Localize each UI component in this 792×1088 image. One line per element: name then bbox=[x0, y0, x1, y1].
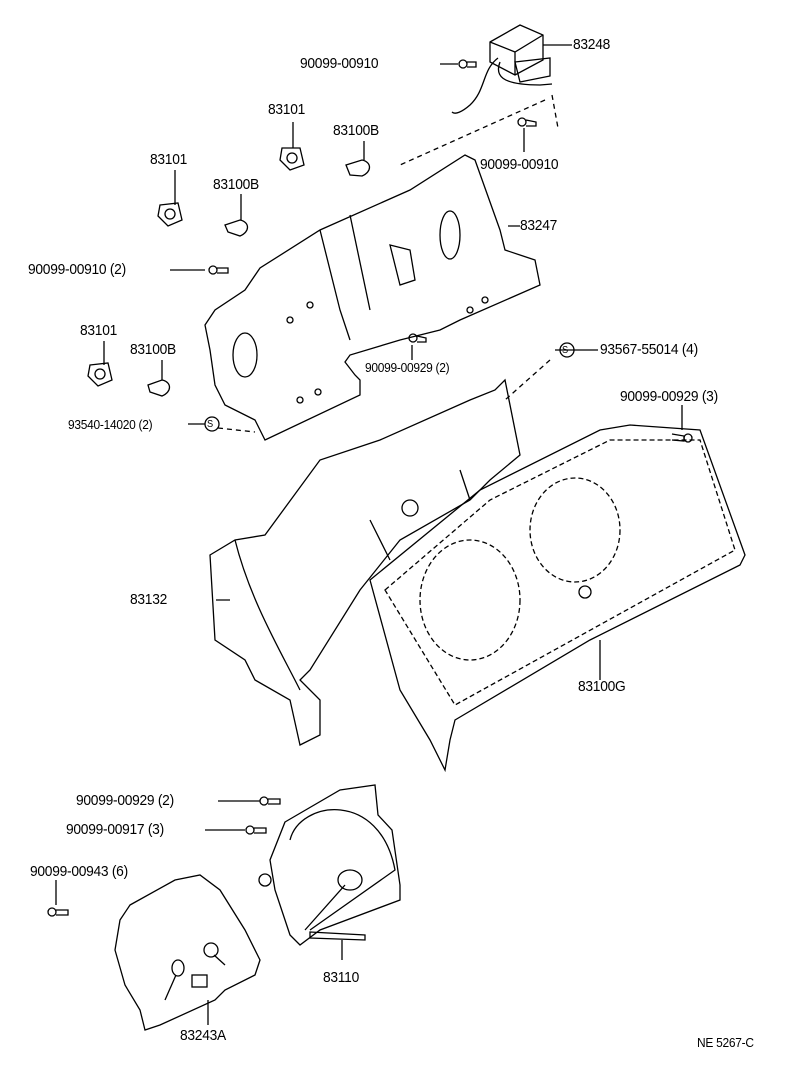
part-label[interactable]: 83110 bbox=[323, 969, 359, 986]
relay-box-83248 bbox=[451, 24, 553, 114]
washer-s-icon bbox=[204, 416, 220, 432]
bulb-icon bbox=[147, 379, 171, 397]
part-label[interactable]: 83132 bbox=[130, 591, 168, 608]
part-label[interactable]: 83101 bbox=[150, 151, 188, 168]
bulb-icon bbox=[224, 219, 249, 237]
screw-icon bbox=[259, 796, 281, 806]
part-label[interactable]: 83100G bbox=[578, 678, 626, 695]
part-label[interactable]: 93567-55014 (4) bbox=[600, 341, 698, 358]
dashed-leader bbox=[217, 359, 551, 433]
screw-icon bbox=[440, 59, 477, 69]
gauge-83243A bbox=[114, 874, 261, 1031]
part-label[interactable]: 83100B bbox=[130, 341, 176, 358]
diagram-code: NE 5267-C bbox=[697, 1035, 754, 1050]
part-label[interactable]: 83248 bbox=[573, 36, 611, 53]
circuit-plate-83247 bbox=[204, 154, 541, 441]
part-label[interactable]: 90099-00929 (3) bbox=[620, 388, 718, 405]
part-label[interactable]: 90099-00917 (3) bbox=[66, 821, 164, 838]
screw-icon bbox=[517, 117, 537, 152]
dashed-leader bbox=[399, 94, 559, 166]
screw-icon bbox=[245, 825, 267, 835]
leader-lines bbox=[55, 44, 683, 1025]
part-label[interactable]: 90099-00910 bbox=[300, 55, 379, 72]
screw-icon bbox=[408, 333, 427, 343]
part-label[interactable]: 90099-00943 (6) bbox=[30, 863, 128, 880]
screw-icon bbox=[47, 907, 69, 917]
washer-s-symbol: S bbox=[562, 345, 568, 356]
part-label[interactable]: 90099-00929 (2) bbox=[76, 792, 174, 809]
part-label[interactable]: 90099-00929 (2) bbox=[365, 360, 450, 375]
part-label[interactable]: 83101 bbox=[80, 322, 118, 339]
bulb-socket-icon bbox=[87, 362, 113, 387]
screw-icon bbox=[671, 433, 693, 443]
part-label[interactable]: 83247 bbox=[520, 217, 558, 234]
washer-s-symbol: S bbox=[207, 419, 213, 430]
bulb-icon bbox=[345, 159, 371, 177]
speedometer-83110 bbox=[258, 784, 401, 946]
part-label[interactable]: 83101 bbox=[268, 101, 306, 118]
part-label[interactable]: 83243A bbox=[180, 1027, 226, 1044]
part-label[interactable]: 90099-00910 bbox=[480, 156, 559, 173]
meter-case-83132 bbox=[209, 378, 521, 746]
bulb-socket-icon bbox=[157, 202, 183, 227]
part-label[interactable]: 83100B bbox=[213, 176, 259, 193]
part-label[interactable]: 83100B bbox=[333, 122, 379, 139]
bulb-socket-icon bbox=[279, 147, 305, 171]
screw-icon bbox=[208, 265, 229, 275]
meter-glass-83100G bbox=[369, 424, 746, 773]
washer-s-icon bbox=[559, 342, 575, 358]
part-label[interactable]: 93540-14020 (2) bbox=[68, 417, 153, 432]
part-label[interactable]: 90099-00910 (2) bbox=[28, 261, 126, 278]
